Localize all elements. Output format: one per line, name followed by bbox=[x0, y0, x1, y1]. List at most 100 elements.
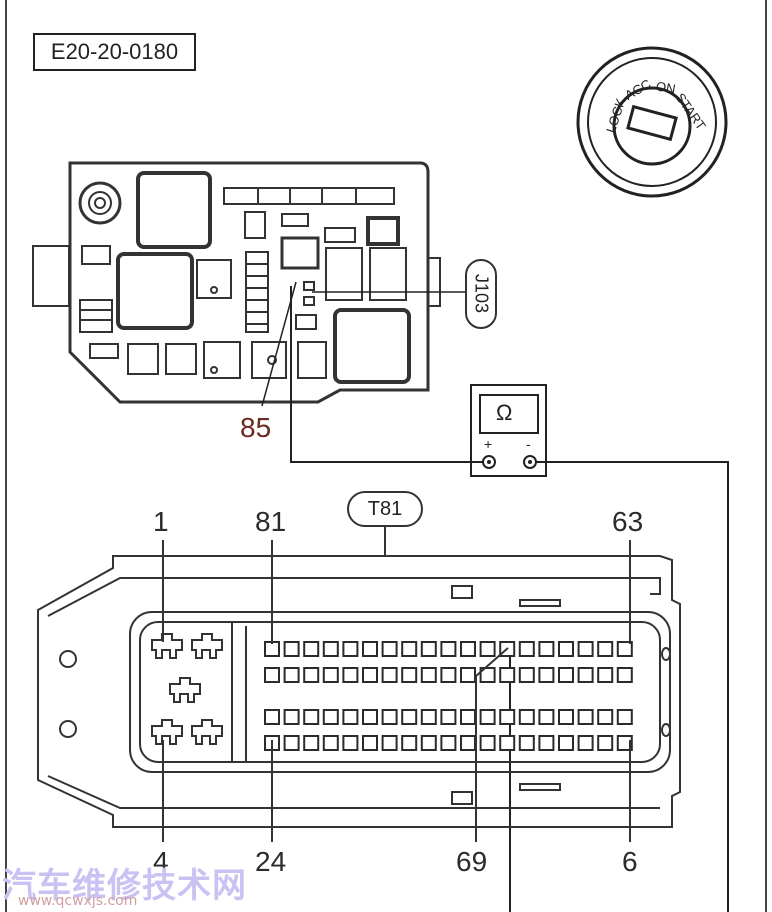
signal-pin bbox=[322, 667, 339, 683]
signal-pin bbox=[460, 735, 476, 751]
signal-pin bbox=[597, 667, 614, 683]
signal-pin bbox=[577, 641, 594, 657]
figure-id: E20-20-0180 bbox=[33, 33, 196, 71]
j103-callout bbox=[465, 259, 497, 329]
signal-pin bbox=[518, 641, 535, 657]
signal-pin bbox=[440, 735, 457, 751]
pin-leaders bbox=[162, 540, 631, 842]
signal-pin bbox=[264, 641, 280, 657]
signal-pin bbox=[401, 641, 418, 657]
signal-pin bbox=[342, 709, 359, 725]
multimeter bbox=[470, 384, 547, 477]
signal-pin bbox=[303, 641, 320, 657]
signal-pin bbox=[303, 667, 320, 683]
signal-pin bbox=[264, 667, 280, 683]
signal-pin bbox=[558, 709, 574, 725]
signal-pin bbox=[362, 641, 378, 657]
signal-pin bbox=[479, 667, 496, 683]
ohm-symbol: Ω bbox=[496, 400, 513, 425]
signal-pin bbox=[597, 709, 614, 725]
signal-pin bbox=[538, 709, 555, 725]
signal-pin bbox=[401, 667, 418, 683]
signal-pin bbox=[479, 735, 496, 751]
pin-label-6: 6 bbox=[622, 846, 638, 877]
signal-pin bbox=[479, 641, 496, 657]
signal-pin bbox=[303, 709, 320, 725]
signal-pin bbox=[616, 641, 633, 657]
signal-pin bbox=[518, 709, 535, 725]
signal-pin bbox=[322, 709, 339, 725]
signal-pin bbox=[283, 667, 300, 683]
pin-label-81: 81 bbox=[255, 506, 287, 537]
signal-pin bbox=[518, 667, 535, 683]
signal-pin bbox=[577, 709, 594, 725]
signal-pin bbox=[538, 735, 555, 751]
signal-pin bbox=[322, 641, 339, 657]
signal-pin bbox=[381, 735, 398, 751]
signal-pin bbox=[420, 709, 437, 725]
signal-pin bbox=[440, 709, 457, 725]
signal-pin bbox=[362, 709, 378, 725]
signal-pin bbox=[577, 735, 594, 751]
ignition-on-label: ON bbox=[654, 78, 677, 97]
probe-wires bbox=[290, 286, 729, 912]
signal-pin bbox=[499, 709, 516, 725]
signal-pin bbox=[616, 709, 633, 725]
signal-pin bbox=[420, 641, 437, 657]
signal-pin bbox=[401, 735, 418, 751]
pin-label-24: 24 bbox=[255, 846, 287, 877]
signal-pin bbox=[460, 641, 476, 657]
signal-pin bbox=[342, 667, 359, 683]
signal-pin bbox=[558, 667, 574, 683]
signal-pin bbox=[401, 709, 418, 725]
signal-pin bbox=[342, 735, 359, 751]
watermark-url: www.qcwxjs.com bbox=[18, 893, 138, 909]
ecu-connector bbox=[37, 555, 681, 828]
signal-pin bbox=[518, 735, 535, 751]
leader-lines bbox=[261, 281, 468, 407]
signal-pin bbox=[381, 667, 398, 683]
signal-pin bbox=[538, 641, 555, 657]
signal-pin bbox=[283, 641, 300, 657]
signal-pin bbox=[362, 735, 378, 751]
signal-pin bbox=[460, 709, 476, 725]
t81-callout bbox=[347, 491, 423, 556]
fuse-relay-box bbox=[32, 161, 441, 404]
signal-pin bbox=[558, 735, 574, 751]
watermark-cn: 汽车维修技术网 bbox=[2, 866, 247, 906]
signal-pin bbox=[479, 709, 496, 725]
signal-pin bbox=[597, 641, 614, 657]
pin-label-63: 63 bbox=[612, 506, 644, 537]
signal-pin bbox=[440, 641, 457, 657]
signal-pin bbox=[303, 735, 320, 751]
signal-pin bbox=[381, 641, 398, 657]
terminal-85-label: 85 bbox=[240, 412, 272, 443]
signal-pin bbox=[460, 667, 476, 683]
signal-pin-grid bbox=[264, 641, 633, 751]
j103-label: J103 bbox=[471, 273, 492, 314]
signal-pin bbox=[381, 709, 398, 725]
signal-pin bbox=[283, 709, 300, 725]
signal-pin bbox=[420, 667, 437, 683]
pin-label-1: 1 bbox=[153, 506, 169, 537]
t81-label: T81 bbox=[367, 498, 403, 520]
minus-terminal-label: - bbox=[526, 436, 531, 452]
ignition-switch bbox=[576, 46, 728, 198]
signal-pin bbox=[342, 641, 359, 657]
pin-label-4: 4 bbox=[153, 846, 169, 877]
signal-pin bbox=[283, 735, 300, 751]
signal-pin bbox=[499, 735, 516, 751]
signal-pin bbox=[420, 735, 437, 751]
pin-label-69: 69 bbox=[456, 846, 488, 877]
signal-pin bbox=[558, 641, 574, 657]
signal-pin bbox=[538, 667, 555, 683]
signal-pin bbox=[597, 735, 614, 751]
signal-pin bbox=[616, 667, 633, 683]
signal-pin bbox=[616, 735, 633, 751]
signal-pin bbox=[499, 667, 516, 683]
signal-pin bbox=[577, 667, 594, 683]
plus-terminal-label: + bbox=[484, 436, 493, 452]
signal-pin bbox=[362, 667, 378, 683]
signal-pin bbox=[322, 735, 339, 751]
